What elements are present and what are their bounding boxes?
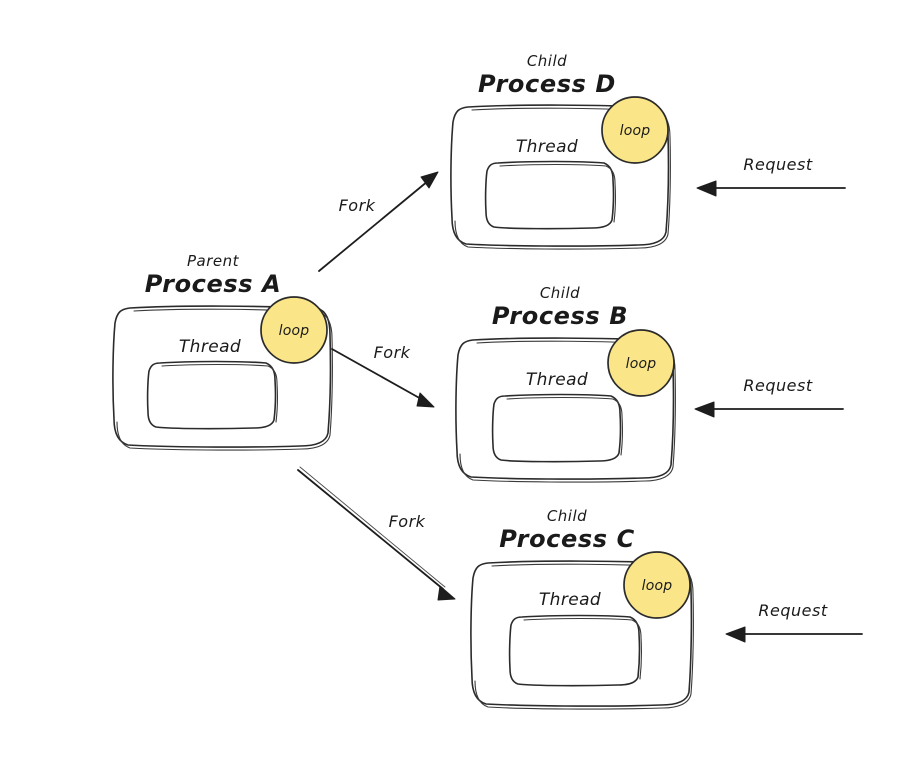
request-arrow-to-c: Request (725, 601, 863, 643)
fork-arrow-to-c-label: Fork (389, 512, 426, 531)
request-arrow-to-c-label: Request (758, 601, 827, 620)
process-d-thread-box (484, 160, 615, 230)
fork-arrow-to-b: Fork (331, 343, 435, 408)
process-a-thread-label: Thread (179, 337, 241, 357)
fork-arrow-to-d-line (318, 180, 429, 272)
process-a-loop-label: loop (279, 323, 310, 339)
process-a-thread-box-echo (161, 363, 278, 423)
process-d-loop-badge[interactable] (601, 96, 669, 164)
process-b-loop-label: loop (626, 356, 657, 372)
process-a-title: Process A (145, 270, 282, 298)
process-b-kind-label: Child (540, 284, 580, 302)
process-c-title: Process C (499, 525, 635, 553)
request-arrow-to-d: Request (696, 155, 846, 197)
process-c-thread-box (508, 614, 641, 687)
fork-arrow-to-b-head (416, 392, 435, 408)
process-b-loop-badge[interactable] (607, 329, 675, 397)
process-b-thread-label: Thread (526, 370, 588, 390)
fork-arrow-to-b-line (331, 348, 424, 401)
process-node-a[interactable]: Parent Process A Thread loop (112, 252, 333, 451)
process-d-thread-label: Thread (516, 137, 578, 157)
request-arrow-to-d-head (696, 180, 717, 197)
request-arrow-to-c-head (725, 626, 746, 643)
process-b-title: Process B (492, 302, 628, 330)
process-d-thread-box-echo (499, 163, 616, 223)
process-node-b[interactable]: Child Process B Thread loop (455, 284, 676, 483)
request-arrow-to-b: Request (694, 376, 844, 418)
process-node-d[interactable]: Child Process D Thread loop (450, 52, 671, 250)
fork-arrow-to-c-line-echo (299, 466, 446, 588)
process-d-loop-label: loop (620, 123, 651, 139)
fork-arrow-to-d-label: Fork (339, 196, 376, 215)
process-c-kind-label: Child (547, 507, 587, 525)
process-c-loop-label: loop (642, 578, 673, 594)
request-arrow-to-b-head (694, 401, 715, 418)
request-arrow-to-d-label: Request (743, 155, 812, 174)
process-a-loop-badge[interactable] (260, 296, 328, 364)
process-c-loop-badge[interactable] (623, 551, 691, 619)
fork-arrow-to-c-line (297, 469, 444, 590)
request-arrow-to-b-label: Request (743, 376, 812, 395)
fork-arrow-to-c: Fork (297, 466, 456, 601)
fork-arrow-to-c-head (437, 585, 456, 601)
process-d-kind-label: Child (527, 52, 567, 70)
fork-arrow-to-d: Fork (318, 171, 439, 272)
process-d-title: Process D (478, 70, 616, 98)
process-a-thread-box (146, 360, 277, 430)
process-a-kind-label: Parent (187, 252, 240, 270)
process-b-thread-box-echo (506, 396, 623, 456)
process-c-thread-label: Thread (539, 590, 601, 610)
fork-arrow-to-d-head (420, 171, 439, 189)
process-node-c[interactable]: Child Process C Thread loop (470, 507, 694, 710)
fork-arrow-to-b-label: Fork (374, 343, 411, 362)
process-c-thread-box-echo (523, 617, 642, 680)
process-b-thread-box (491, 393, 622, 463)
